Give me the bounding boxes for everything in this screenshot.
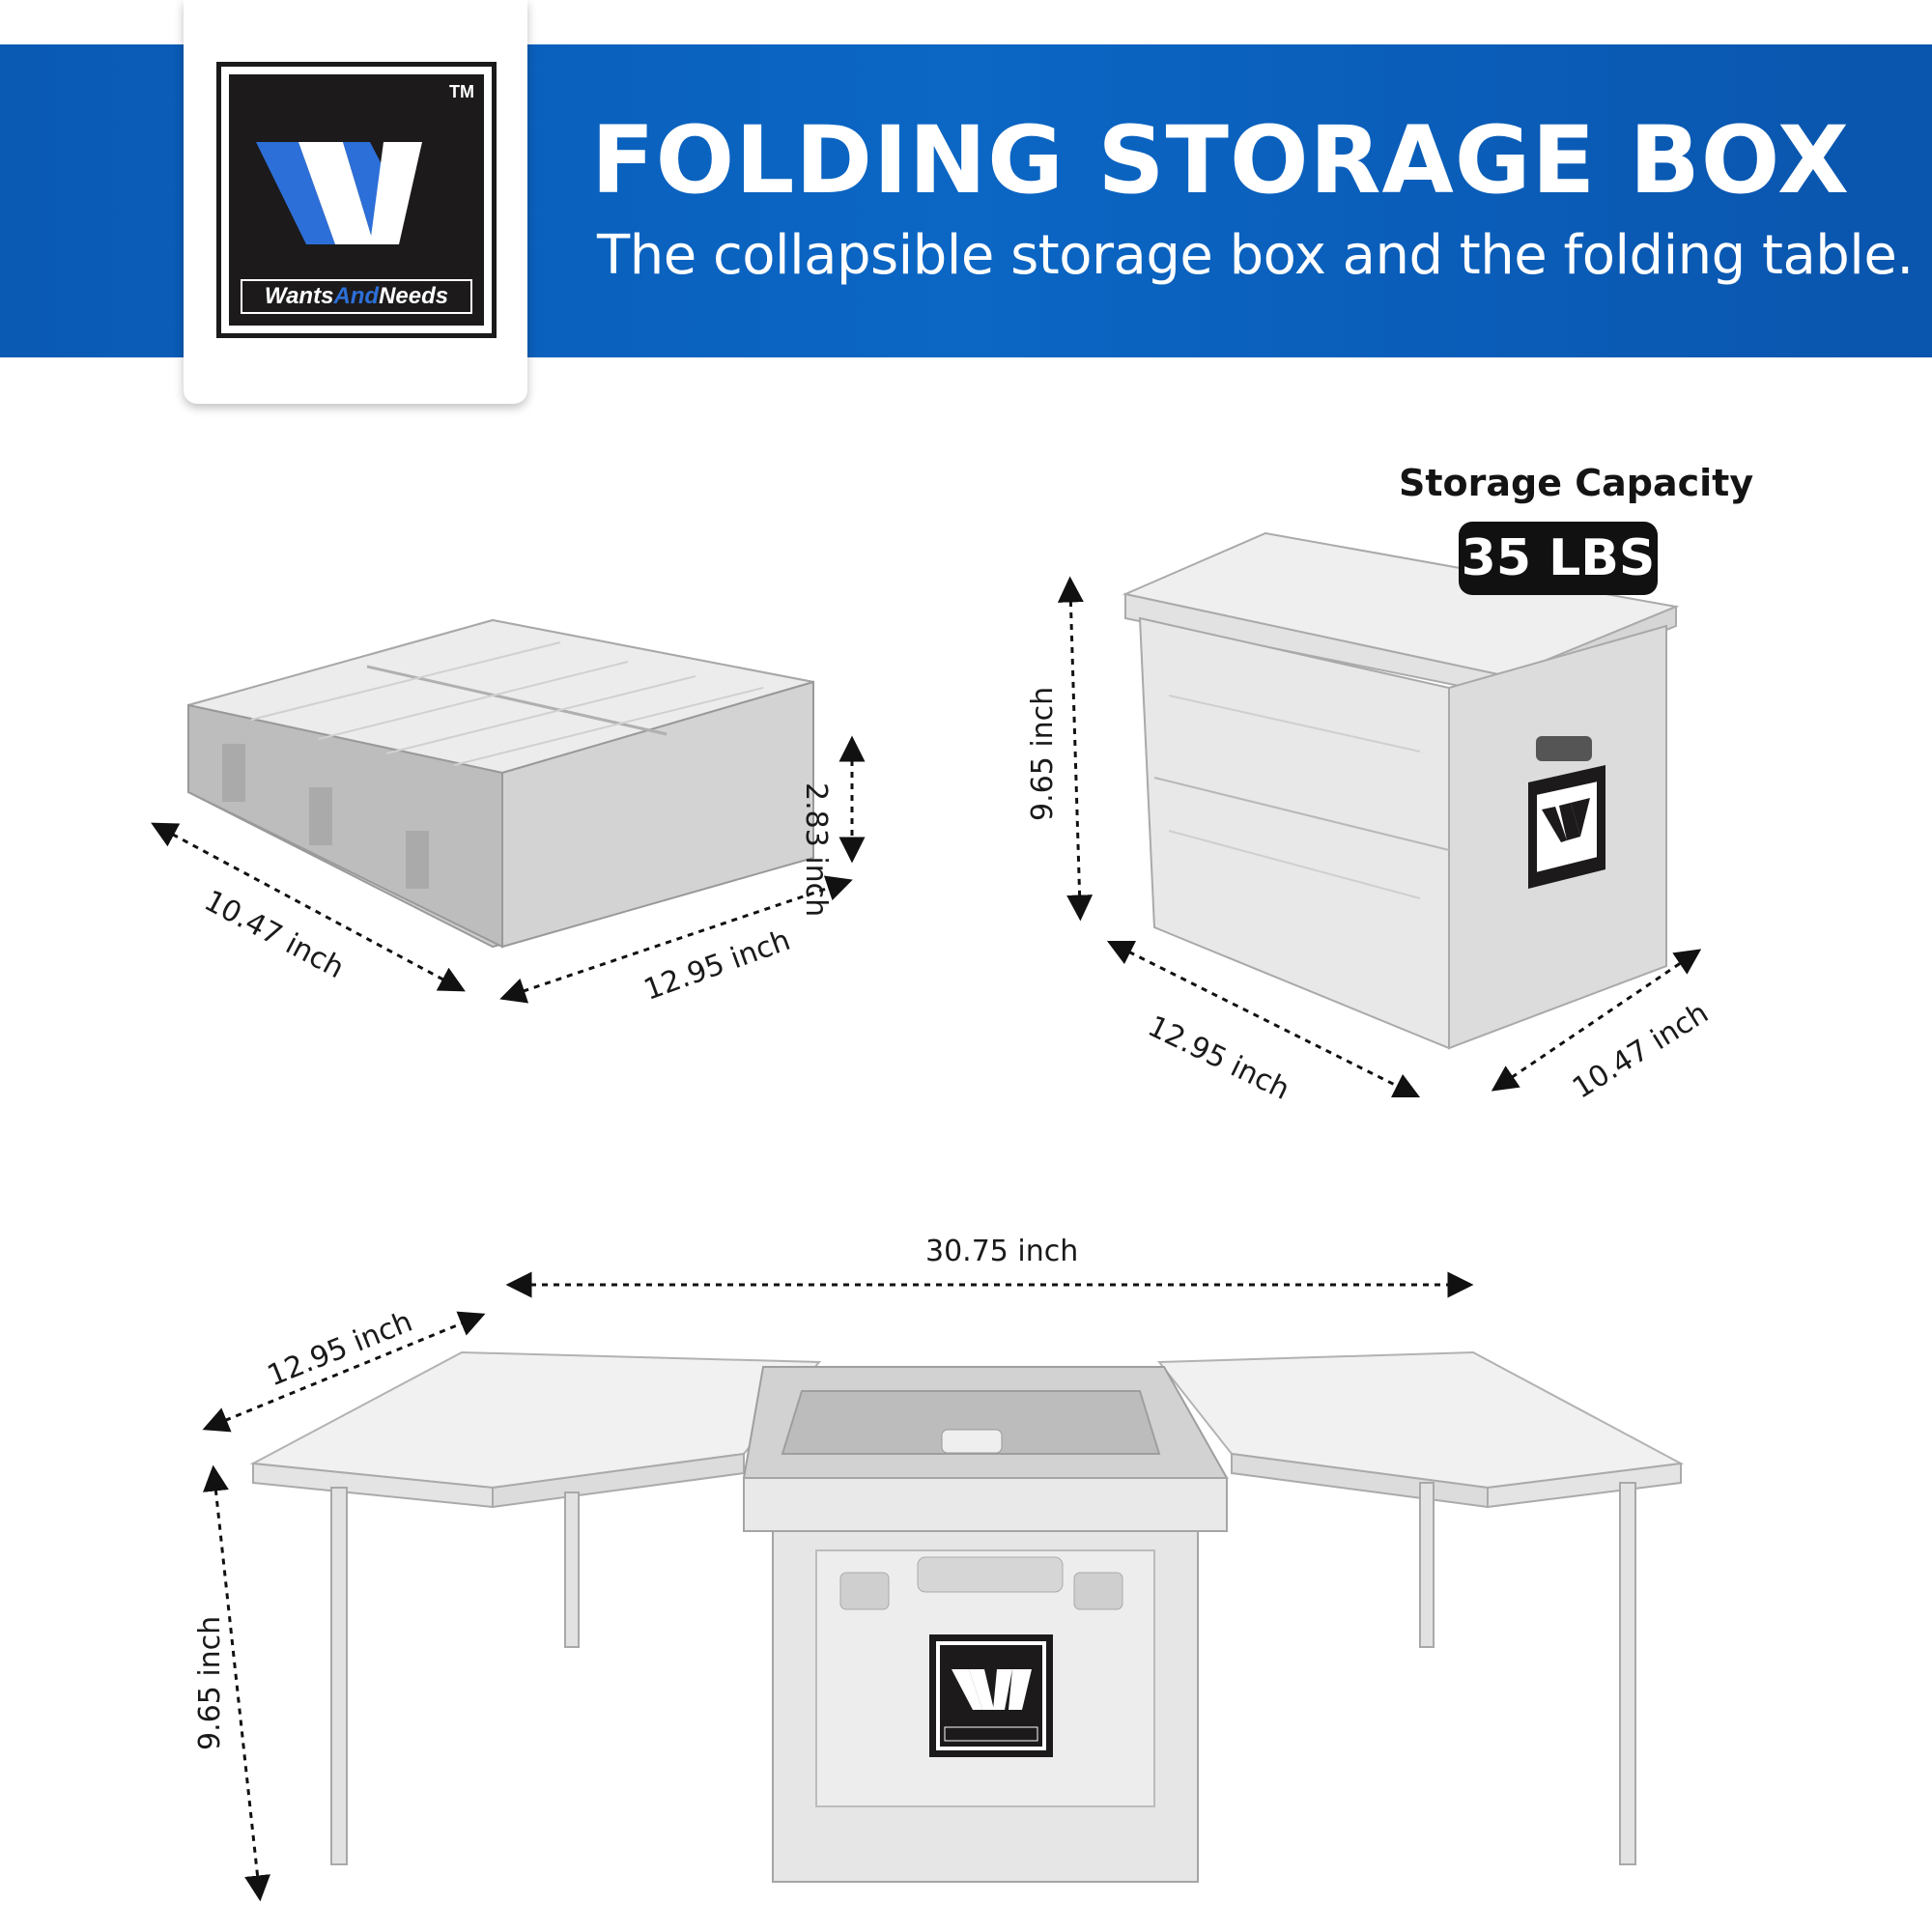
brand-wordmark: WantsAndNeeds bbox=[241, 279, 472, 314]
trademark-mark: TM bbox=[449, 82, 474, 101]
table-length-label: 30.75 inch bbox=[925, 1235, 1079, 1268]
page-subtitle: The collapsible storage box and the fold… bbox=[597, 224, 1914, 287]
folded-height-label: 2.83 inch bbox=[799, 782, 833, 918]
storage-capacity-label: Storage Capacity bbox=[1399, 462, 1754, 504]
box-height-label: 9.65 inch bbox=[1026, 686, 1060, 821]
logo-card: TM WantsAndNeeds bbox=[184, 0, 527, 404]
page-title: FOLDING STORAGE BOX bbox=[591, 106, 1850, 214]
w-logo-icon bbox=[256, 142, 422, 244]
brand-logo: TM WantsAndNeeds bbox=[216, 62, 497, 338]
folded-box bbox=[187, 618, 814, 949]
table-box bbox=[249, 1350, 1685, 1883]
closed-box bbox=[1122, 531, 1680, 1050]
table-height-label: 9.65 inch bbox=[193, 1615, 227, 1750]
storage-capacity-badge: 35 LBS bbox=[1459, 522, 1658, 595]
